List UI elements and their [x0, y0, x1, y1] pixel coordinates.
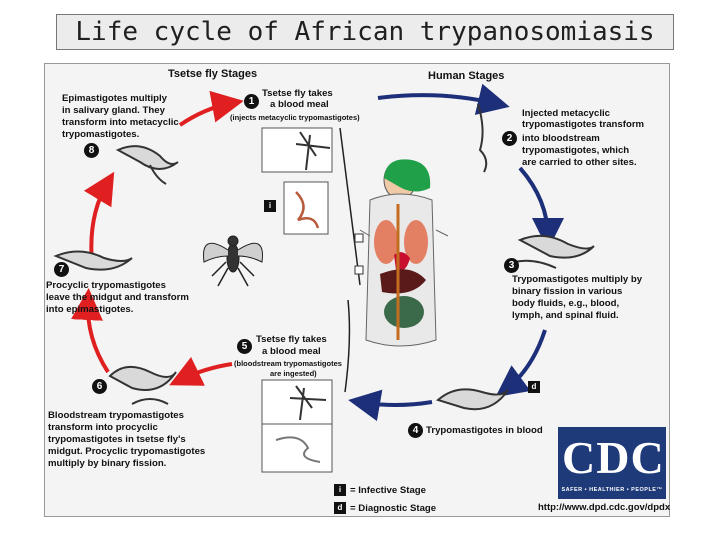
arrow-3-to-4	[495, 329, 547, 398]
inset-parasites-bottom	[261, 423, 333, 473]
step-6-line-4: midgut. Procyclic trypomastigotes	[48, 446, 206, 457]
step-7-line-2: leave the midgut and transform	[46, 292, 189, 303]
infective-tag-step-1: i	[264, 200, 276, 212]
step-4-line-1: Trypomastigotes in blood	[426, 425, 543, 436]
inset-parasites-top	[283, 181, 329, 235]
step-7-line-3: into epimastigotes.	[46, 304, 134, 315]
step-2-line-5: are carried to other sites.	[522, 157, 637, 168]
step-7-line-1: Procyclic trypomastigotes	[46, 280, 166, 291]
cdc-logo: CDC SAFER • HEALTHIER • PEOPLE™	[558, 427, 666, 499]
step-6-line-1: Bloodstream trypomastigotes	[48, 410, 184, 421]
legend-diagnostic-label: = Diagnostic Stage	[350, 503, 437, 514]
step-6-line-5: multiply by binary fission.	[48, 458, 167, 469]
legend-infective-label: = Infective Stage	[350, 485, 426, 496]
human-stages-heading: Human Stages	[428, 70, 505, 82]
arrow-1-to-2	[377, 83, 510, 115]
step-6-line-2: transform into procyclic	[48, 422, 158, 433]
step-5-number: 5	[237, 339, 252, 354]
step-8-line-3: transform into metacyclic	[62, 117, 179, 128]
step-5-line-3: (bloodstream trypomastigotes	[234, 359, 342, 368]
step-2-line-4: trypomastigotes, which	[522, 145, 630, 156]
step-3-line-3: body fluids, e.g., blood,	[512, 298, 620, 309]
source-url[interactable]: http://www.dpd.cdc.gov/dpdx	[538, 502, 671, 513]
step-8-line-4: trypomastigotes.	[62, 129, 140, 140]
legend-infective-tag: i	[334, 484, 346, 496]
step-8-line-2: in salivary gland. They	[62, 105, 165, 116]
title-box: Life cycle of African trypanosomiasis	[56, 14, 674, 50]
cdc-logo-text: CDC	[562, 432, 665, 483]
step-5-line-1: Tsetse fly takes	[256, 334, 327, 345]
step-2-number: 2	[502, 131, 517, 146]
step-1-line-3: (injects metacyclic trypomastigotes)	[230, 113, 360, 122]
step-5-line-2: a blood meal	[262, 346, 321, 357]
step-2-line-2: trypomastigotes transform	[522, 119, 645, 130]
step-6-number: 6	[92, 379, 107, 394]
step-1-number: 1	[244, 94, 259, 109]
legend-diagnostic-tag: d	[334, 502, 346, 514]
step-3-line-4: lymph, and spinal fluid.	[512, 310, 619, 321]
human-body-illustration	[359, 159, 449, 347]
diagnostic-tag-step-3: d	[528, 381, 540, 393]
step-7-number: 7	[54, 262, 69, 277]
arrow-4-to-5	[348, 389, 433, 422]
step-3-number: 3	[504, 258, 519, 273]
step-2-line-1: Injected metacyclic	[522, 108, 610, 119]
step-2-line-3: into bloodstream	[522, 133, 600, 144]
step-5-line-4: are ingested)	[270, 369, 317, 378]
arrow-6-to-7	[70, 288, 110, 374]
step-1-line-1: Tsetse fly takes	[262, 88, 333, 99]
arrow-7-to-8	[83, 171, 115, 263]
tsetse-fly-illustration	[203, 235, 263, 287]
cdc-tagline: SAFER • HEALTHIER • PEOPLE™	[561, 487, 663, 493]
step-6-line-3: trypomastigotes in tsetse fly's	[48, 434, 186, 445]
parasite-drawings	[53, 103, 595, 411]
step-3-line-2: binary fission in various	[512, 286, 623, 297]
step-8-number: 8	[84, 143, 99, 158]
page-title: Life cycle of African trypanosomiasis	[75, 17, 655, 47]
step-1-line-2: a blood meal	[270, 99, 329, 110]
step-8-line-1: Epimastigotes multiply	[62, 93, 168, 104]
arrow-8-to-1	[178, 90, 244, 127]
arrow-2-to-3	[518, 166, 564, 250]
inset-fly-bite-top	[261, 127, 333, 173]
tsetse-stages-heading: Tsetse fly Stages	[168, 68, 258, 80]
step-3-line-1: Trypomastigotes multiply by	[512, 274, 643, 285]
step-4-number: 4	[408, 423, 423, 438]
arrow-5-to-6	[169, 356, 233, 386]
